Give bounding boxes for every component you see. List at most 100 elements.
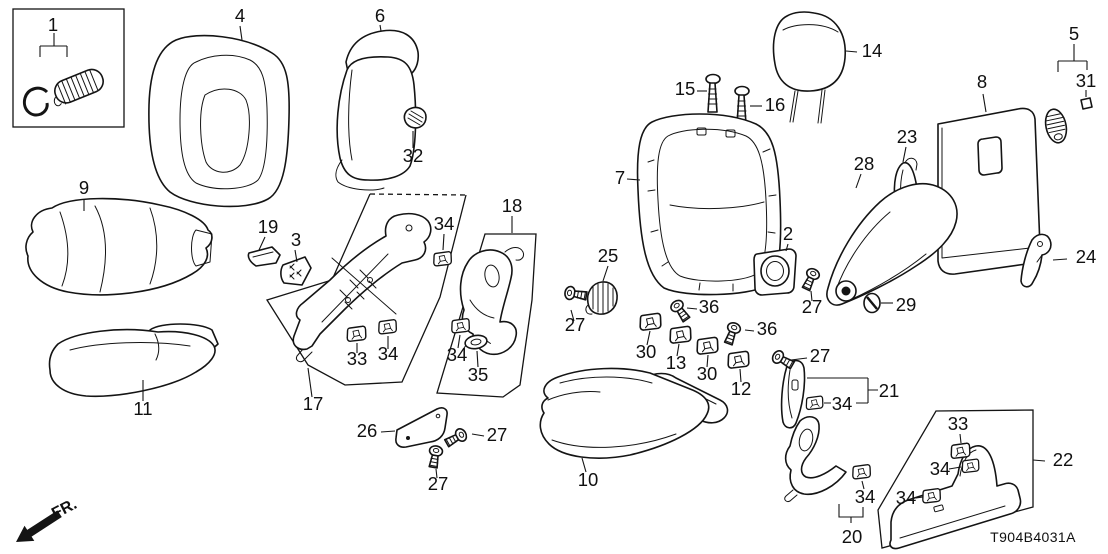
callout-34: 34 [434, 213, 455, 234]
clip-34 [451, 318, 471, 334]
part-1-reference-box [12, 8, 125, 128]
callout-20: 20 [842, 526, 863, 547]
callout-27: 27 [428, 473, 449, 494]
part-5-drawing [1044, 108, 1068, 144]
clip-30 [696, 336, 719, 355]
part-29-drawing [863, 292, 881, 314]
callout-3: 3 [291, 229, 301, 250]
leader-line-10 [581, 457, 587, 473]
leader-lines [83, 24, 1088, 523]
callout-28: 28 [854, 153, 875, 174]
headrest-post [817, 89, 826, 124]
clip-34 [378, 319, 398, 335]
screw-36 [721, 320, 743, 347]
part-21-drawing [780, 359, 806, 429]
diagram-code: T904B4031A [990, 529, 1076, 545]
part-25-drawing [585, 281, 618, 315]
leader-line-34 [861, 480, 865, 490]
clip-12 [727, 350, 750, 369]
leader-line-8 [982, 93, 987, 113]
callout-35: 35 [468, 364, 489, 385]
part-32-drawing [403, 106, 427, 129]
part-3-drawing [280, 256, 312, 286]
part-28-drawing [826, 182, 958, 306]
leader-line-35 [476, 350, 479, 368]
clip-34 [433, 251, 453, 267]
leader-line-27 [790, 357, 808, 361]
leader-line-14 [845, 50, 858, 53]
leader-line-7 [626, 178, 641, 181]
front-arrow-icon [16, 510, 62, 542]
part-8-drawing [937, 107, 1041, 275]
callout-23: 23 [897, 126, 918, 147]
leader-line-12 [739, 368, 742, 383]
part-31-drawing [1080, 97, 1093, 110]
leader-line-3 [294, 249, 298, 263]
part-24-drawing [1020, 233, 1052, 288]
part-14-drawing [772, 11, 846, 124]
region-outline-17 [265, 193, 467, 386]
part-6-drawing [335, 29, 420, 191]
part-2-drawing [753, 248, 797, 296]
screw-27 [442, 426, 470, 450]
part-19-drawing [247, 246, 281, 267]
callout-29: 29 [896, 294, 917, 315]
callout-19: 19 [258, 216, 279, 237]
leader-line-36 [744, 329, 755, 332]
leader-line-26 [380, 430, 396, 433]
callout-13: 13 [666, 352, 687, 373]
leader-line-34 [948, 466, 962, 470]
callout-22: 22 [1053, 449, 1074, 470]
callout-33: 33 [347, 348, 368, 369]
leader-line-33 [959, 433, 962, 444]
leader-line-13 [676, 343, 680, 357]
leader-line-34 [915, 496, 924, 499]
callout-34: 34 [896, 487, 917, 508]
callout-27: 27 [810, 345, 831, 366]
callout-27: 27 [487, 424, 508, 445]
leader-line-22 [1032, 459, 1046, 462]
leader-bracket-21 [807, 377, 878, 404]
callout-27: 27 [802, 296, 823, 317]
part-4-drawing [148, 34, 290, 208]
callout-30: 30 [697, 363, 718, 384]
clip-34 [922, 488, 942, 504]
clip-30 [639, 312, 662, 331]
callout-17: 17 [303, 393, 324, 414]
callout-24: 24 [1076, 246, 1097, 267]
screw-27 [563, 284, 589, 304]
part-9-drawing [25, 197, 213, 296]
leader-line-19 [258, 236, 266, 251]
callout-33: 33 [948, 413, 969, 434]
callout-7: 7 [615, 167, 625, 188]
leader-line-24 [1052, 258, 1068, 261]
clip-34 [852, 464, 872, 480]
leader-line-34 [457, 334, 461, 349]
leader-line-36 [686, 307, 698, 310]
callout-14: 14 [862, 40, 883, 61]
callout-5: 5 [1069, 23, 1079, 44]
clip-34 [805, 395, 824, 411]
part-22-drawing [889, 445, 1022, 550]
part-15-drawing [705, 73, 721, 113]
spring-drawing [53, 68, 104, 107]
clip-34 [961, 458, 980, 474]
front-direction-indicator: FR. [16, 496, 80, 542]
leader-line-23 [902, 146, 907, 163]
callout-27: 27 [565, 314, 586, 335]
leader-bracket-20 [838, 504, 864, 523]
part-16-drawing [734, 85, 750, 125]
callout-34: 34 [378, 343, 399, 364]
leader-line-30 [646, 330, 651, 346]
callout-21: 21 [879, 380, 900, 401]
front-direction-label: FR. [49, 496, 80, 523]
leader-line-2 [785, 243, 789, 252]
callout-8: 8 [977, 71, 987, 92]
callout-32: 32 [403, 145, 424, 166]
callout-10: 10 [578, 469, 599, 490]
part-26-drawing [395, 407, 448, 448]
leader-line-27 [570, 309, 575, 322]
leader-line-25 [602, 265, 609, 282]
callout-16: 16 [765, 94, 786, 115]
screw-27 [425, 444, 445, 470]
